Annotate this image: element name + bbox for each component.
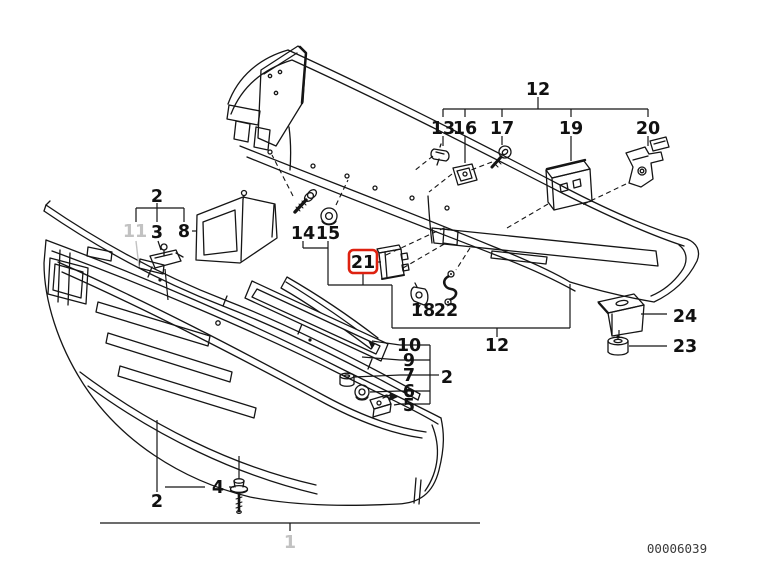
part-7-nut [339,372,355,387]
part-14-screw [293,189,318,214]
callout-2-bottom[interactable]: 2 [151,492,163,512]
part-5-bracket [369,392,398,418]
callout-7[interactable]: 7 [403,366,415,386]
part-4-screw [229,478,249,515]
callout-23[interactable]: 23 [673,337,697,357]
grille-frame-drawing [244,280,389,362]
part-19-bracket [545,158,593,211]
bumper-trim-drawing [226,45,700,303]
callout-10[interactable]: 10 [397,336,421,356]
callout-17[interactable]: 17 [490,119,514,139]
callout-20[interactable]: 20 [636,119,660,139]
callout-6[interactable]: 6 [403,382,415,402]
part-17-screw [490,145,512,169]
callout-12-bottom[interactable]: 12 [485,336,509,356]
rub-strip-drawing [43,200,421,401]
part-20-bracket [625,136,670,188]
part-23-bushing [607,335,629,356]
part-15-grommet [320,207,338,226]
callout-24[interactable]: 24 [673,307,697,327]
callout-2-upper[interactable]: 2 [151,187,163,207]
callout-5[interactable]: 5 [403,396,415,416]
part-24-bracket [597,293,645,337]
callout-1[interactable]: 1 [284,533,296,553]
callout-8[interactable]: 8 [178,222,190,242]
callout-19[interactable]: 19 [559,119,583,139]
part-8-air-duct [195,189,278,264]
callout-labels: 2 11 3 8 14 15 12 13 16 17 19 20 21 18 2… [123,80,697,553]
leader-lines [100,97,667,531]
callout-11[interactable]: 11 [123,222,147,242]
callout-21-selected[interactable]: 21 [351,253,375,273]
image-code: 00006039 [647,541,707,556]
bumper-cover-drawing [43,239,445,506]
callout-13[interactable]: 13 [431,119,455,139]
part-6-grommet [354,384,370,401]
highlight-box-21[interactable] [347,248,379,275]
callout-12-top[interactable]: 12 [526,80,550,100]
part-22-hook [442,270,458,306]
callout-18[interactable]: 18 [411,301,435,321]
part-16-grommet [452,163,478,186]
dashed-mount-lines [271,154,627,271]
callout-16[interactable]: 16 [453,119,477,139]
part-13-clip [430,143,450,166]
part-3-clip [149,243,184,269]
part-21-holder [376,244,410,280]
callout-9[interactable]: 9 [403,351,415,371]
muted-leader-11 [135,240,140,268]
part-18-clip [410,282,429,311]
callout-4[interactable]: 4 [212,478,224,498]
callout-22[interactable]: 22 [434,301,458,321]
callout-14[interactable]: 14 [291,224,315,244]
callout-2-mid[interactable]: 2 [441,368,453,388]
callout-3[interactable]: 3 [151,223,163,243]
callout-15[interactable]: 15 [316,224,340,244]
